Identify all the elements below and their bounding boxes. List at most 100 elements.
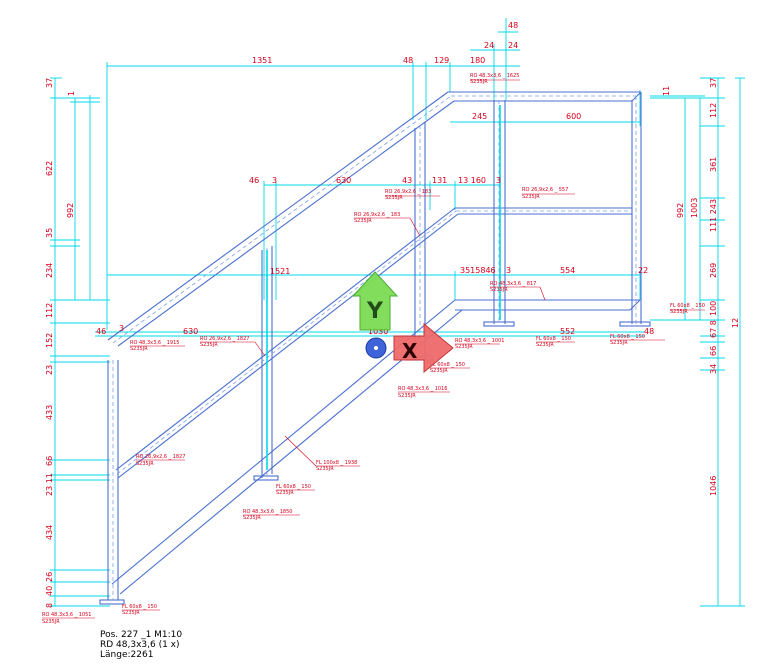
label-12: FL 60x8 _ 150 [430, 362, 465, 368]
dim-top-129: 129 [434, 56, 449, 65]
dim-top-24b: 24 [508, 41, 518, 50]
dim-low-22: 22 [638, 266, 648, 275]
dim-245: 245 [472, 112, 487, 121]
dim-mid-3b: 3 [496, 176, 501, 185]
dim-low-1521: 1521 [270, 267, 290, 276]
dim-mid-43: 43 [402, 176, 412, 185]
dim-left-26: 26 [45, 572, 54, 582]
dim-left-66: 66 [45, 456, 54, 466]
label-6: FL 60x8 _ 150 [670, 303, 705, 309]
label-6-mat: S235JR [670, 309, 688, 315]
label-5-mat: S235JR [490, 287, 508, 293]
member-labels: RO 48,3x3,6 _ 1625 S235JR RO 26,9x2,6 _ … [42, 73, 705, 625]
dim-left-434: 434 [45, 525, 54, 540]
dim-top-24a: 24 [484, 41, 494, 50]
dim-right-112: 112 [709, 103, 718, 118]
dim-mid-46: 46 [249, 176, 259, 185]
dim-base-3: 3 [119, 324, 124, 333]
dim-mid-13-160: 13 160 [458, 176, 486, 185]
label-15-mat: S235JR [316, 466, 334, 472]
y-axis-label: Y [366, 299, 384, 324]
label-3-mat: S235JR [522, 194, 540, 200]
info-profile: RD 48,3x3,6 (1 x) [100, 640, 180, 650]
dim-base-46: 46 [96, 327, 106, 336]
dim-left-35: 35 [45, 228, 54, 238]
dimension-values: 1351 48 129 180 24 24 48 245 600 46 3 63… [45, 21, 740, 608]
dim-left-234: 234 [45, 263, 54, 278]
dim-mid-3: 3 [272, 176, 277, 185]
label-4: RO 26,9x2,6 _ 183 [354, 212, 400, 218]
dim-mid-630: 630 [336, 176, 351, 185]
label-8: RO 26,9x2,6 _ 1827 [200, 336, 249, 342]
label-7-mat: S235JR [130, 346, 148, 352]
label-16-mat: S235JR [276, 490, 294, 496]
label-9-mat: S235JR [536, 342, 554, 348]
label-13: RO 48,3x3,6 _ 1016 [398, 386, 447, 392]
label-9: FL 60x8 _ 150 [536, 336, 571, 342]
label-10-mat: S235JR [455, 344, 473, 350]
dim-left-23-11: 23 11 [45, 473, 54, 496]
label-2: RO 26,9x2,6 _ 183 [385, 189, 431, 195]
dim-right-34: 34 [709, 364, 718, 374]
dim-right-66: 66 [709, 346, 718, 356]
z-axis-center [374, 346, 378, 350]
label-17: RO 48,3x3,6 _ 1850 [243, 509, 292, 515]
info-length: Länge:2261 [100, 650, 154, 660]
dim-base-1030: 1030 [368, 327, 388, 336]
dim-right-361: 361 [709, 157, 718, 172]
label-16: FL 60x8 _ 150 [276, 484, 311, 490]
label-18: RO 48,3x3,6 _ 1051 [42, 612, 91, 618]
y-axis-arrow[interactable] [351, 271, 399, 331]
label-12-mat: S235JR [430, 368, 448, 374]
label-11-mat: S235JR [610, 340, 628, 346]
axis-gizmo[interactable]: Y X [351, 271, 454, 374]
dim-mid-131: 131 [432, 176, 447, 185]
label-leaders [42, 79, 705, 619]
dim-right-100: 100 [709, 301, 718, 316]
x-axis-label: X [402, 339, 418, 363]
dim-base-630: 630 [183, 327, 198, 336]
dim-right-12: 12 [731, 318, 740, 328]
dim-top-48: 48 [403, 56, 413, 65]
label-15: FL 100x8 _ 1938 [316, 460, 357, 466]
info-pos: Pos. 227 _1 M1:10 [100, 630, 183, 640]
label-10: RO 48,3x3,6 _ 1001 [455, 338, 504, 344]
dim-left-992: 992 [66, 203, 75, 218]
label-1: RO 48,3x3,6 _ 1625 [470, 73, 519, 79]
dimension-lines [50, 18, 745, 607]
dim-left-152: 152 [45, 333, 54, 348]
label-4-mat: S235JR [354, 218, 372, 224]
label-3: RO 26,9x2,6 _ 557 [522, 187, 568, 193]
dim-right-1003: 1003 [690, 198, 699, 218]
dim-left-622: 622 [45, 161, 54, 176]
dim-right-11: 11 [662, 86, 671, 96]
dim-top-1351: 1351 [252, 56, 272, 65]
dim-top-48b: 48 [508, 21, 518, 30]
dim-low-3515846: 3515846 [460, 266, 496, 275]
dim-low-3: 3 [506, 266, 511, 275]
label-11: FL 60x8 _ 150 [610, 334, 645, 340]
label-13-mat: S235JR [398, 393, 416, 399]
dim-600: 600 [566, 112, 581, 121]
label-5: RO 48,3x3,6 _ 817 [490, 281, 536, 287]
dim-left-433: 433 [45, 405, 54, 420]
label-14: RO 26,9x2,6 _ 1827 [136, 454, 185, 460]
dim-top-180: 180 [470, 56, 485, 65]
dim-right-67-8: 67 8 [709, 320, 718, 338]
dim-right-269: 269 [709, 263, 718, 278]
dim-low-554: 554 [560, 266, 575, 275]
dim-base-48: 48 [644, 327, 654, 336]
dim-left-37: 37 [45, 78, 54, 88]
label-7: RO 48,3x3,6 _ 1915 [130, 340, 179, 346]
label-19: FL 60x8 _ 150 [122, 604, 157, 610]
dim-left-1: 1 [67, 91, 76, 96]
x-axis-arrow[interactable] [393, 322, 454, 374]
dim-left-112: 112 [45, 303, 54, 318]
dim-right-1046: 1046 [709, 476, 718, 496]
dim-left-23: 23 [45, 365, 54, 375]
label-18-mat: S235JR [42, 619, 60, 625]
dim-base-552: 552 [560, 327, 575, 336]
dim-left-8: 8 [45, 603, 54, 608]
label-2-mat: S235JR [385, 195, 403, 201]
